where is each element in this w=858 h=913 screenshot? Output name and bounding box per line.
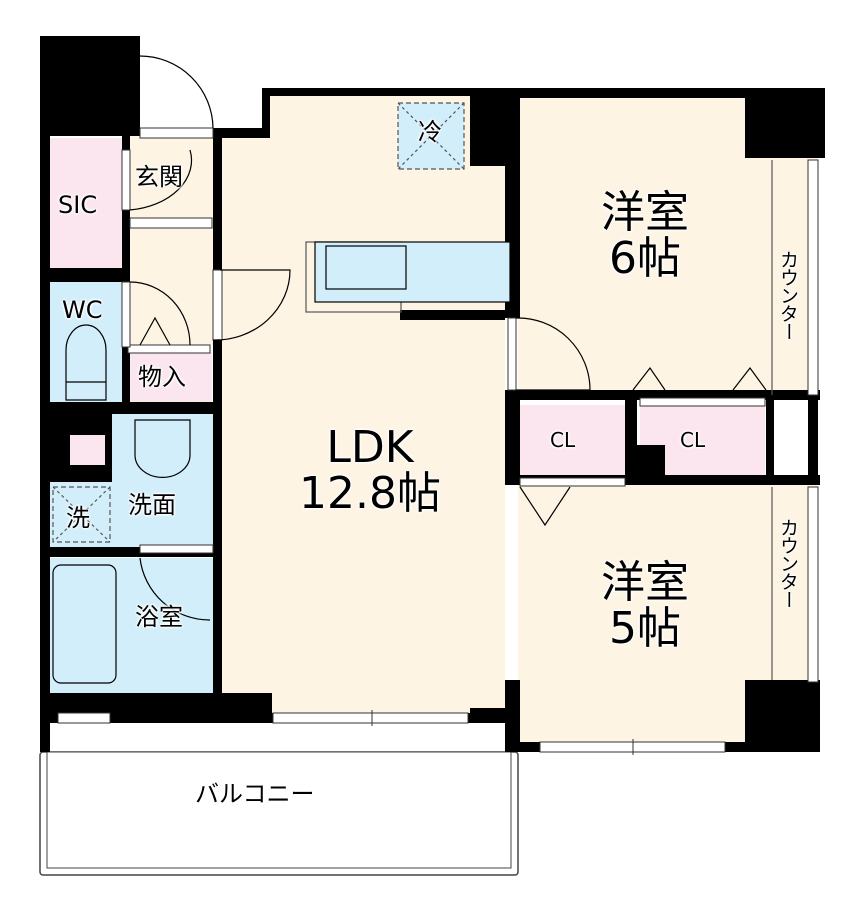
ldk-label: LDK 12.8帖: [285, 422, 455, 520]
room-5-name: 洋室: [601, 557, 689, 608]
western-room-5-label: 洋室 5帖: [575, 557, 715, 655]
closet-1-label: CL: [550, 428, 576, 452]
counter-1-label: カウンター: [776, 250, 799, 340]
windows: [57, 127, 819, 755]
room-6-name: 洋室: [601, 187, 689, 238]
closet-2-label: CL: [680, 428, 706, 452]
room-6-size: 6帖: [609, 233, 681, 285]
walls: [40, 36, 825, 752]
balcony-area: [39, 751, 519, 876]
fixtures: [52, 55, 773, 684]
western-room-6-label: 洋室 6帖: [575, 187, 715, 285]
counter-2-label: カウンター: [776, 518, 799, 608]
washer-label: 洗: [66, 504, 90, 532]
ldk-name: LDK: [326, 422, 414, 473]
washroom-label: 洗面: [128, 491, 176, 519]
bathroom-label: 浴室: [135, 603, 183, 631]
balcony-label: バルコニー: [195, 780, 315, 808]
wc-label: WC: [62, 296, 103, 324]
room-5-size: 5帖: [609, 603, 681, 655]
storage-label: 物入: [138, 363, 186, 391]
ldk-size: 12.8帖: [299, 468, 441, 520]
sic-label: SIC: [58, 191, 98, 219]
entrance-label: 玄関: [135, 163, 183, 191]
fridge-label: 冷: [418, 118, 442, 146]
